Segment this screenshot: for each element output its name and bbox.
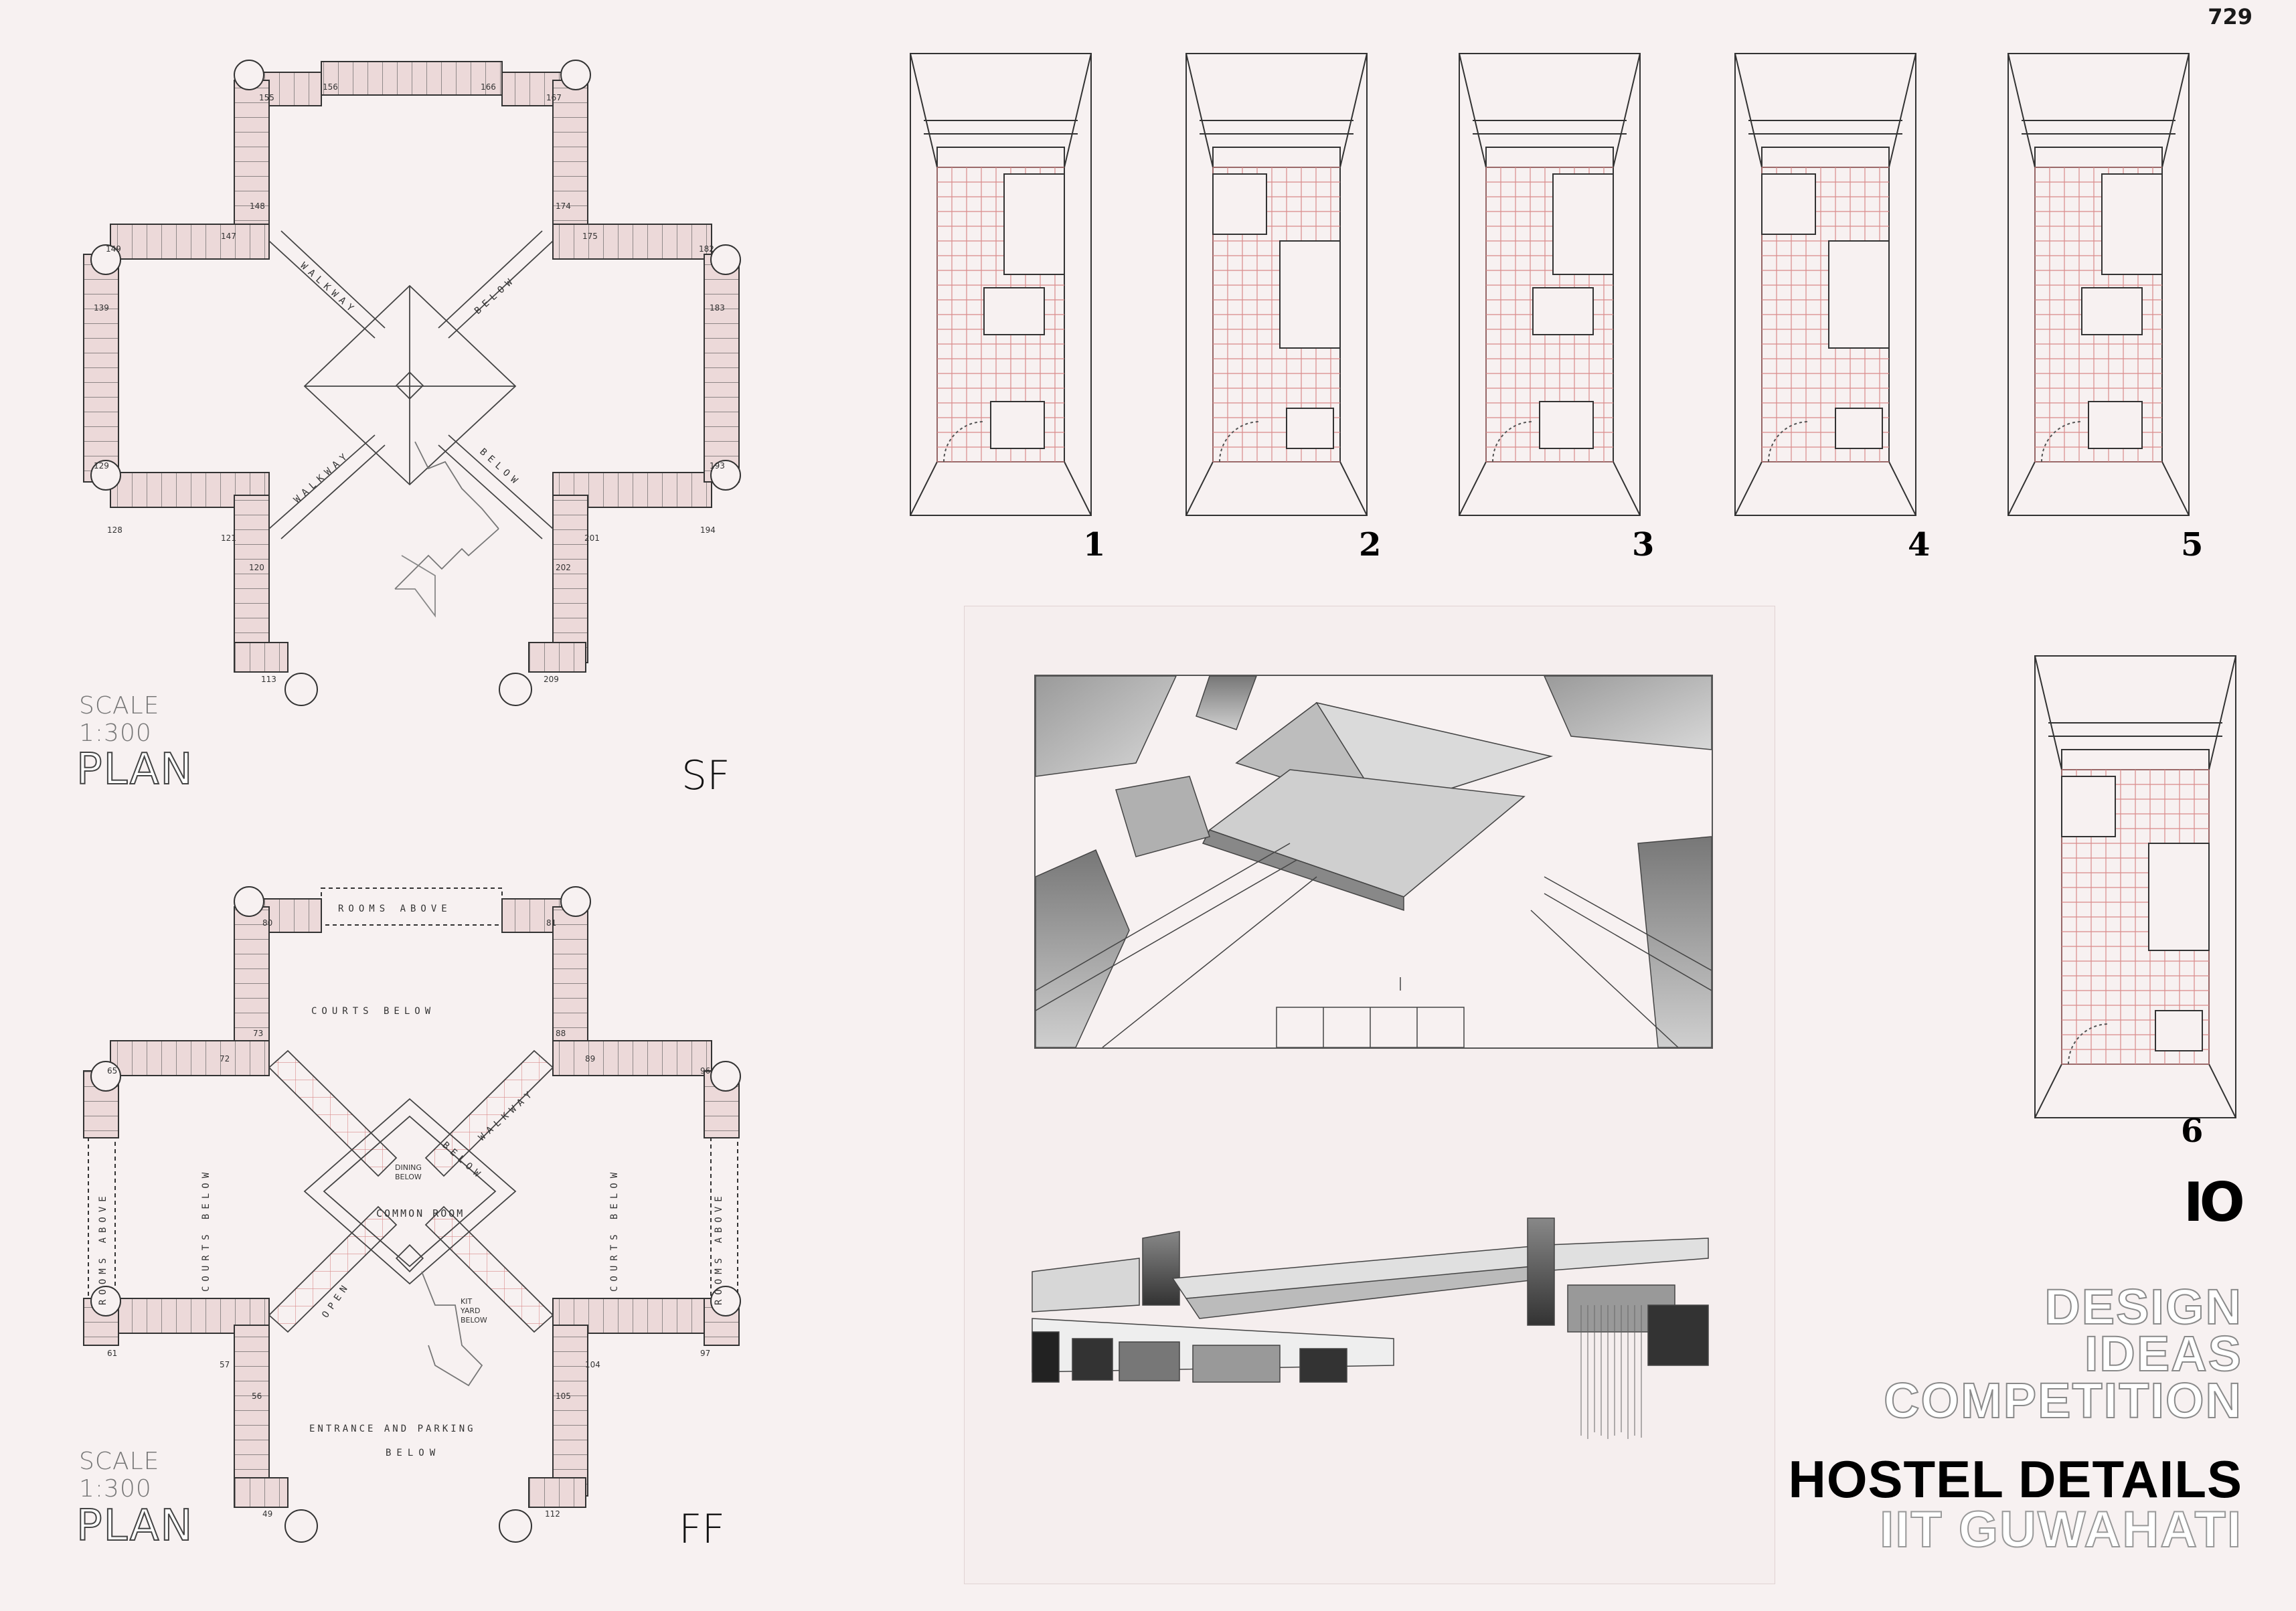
room-number: 174	[556, 201, 571, 211]
aerial-perspective	[1034, 675, 1713, 1049]
room-view-drawings	[910, 53, 2190, 516]
plan-ff: ROOMS ABOVE COURTS BELOW ROOMS ABOVE COU…	[0, 837, 870, 1611]
aerial-perspective-drawing	[1036, 676, 1712, 1047]
sheet-number: 729	[2208, 4, 2252, 29]
plan-ff-drawing: ROOMS ABOVE COURTS BELOW ROOMS ABOVE COU…	[83, 886, 741, 1543]
entrance-below-label: BELOW	[386, 1448, 440, 1458]
street-elevation-drawing	[1032, 1217, 1709, 1439]
street-elevation-sketch	[1032, 1205, 1709, 1446]
room-number: 182	[699, 244, 714, 254]
room-number: 73	[253, 1029, 263, 1038]
scale-value: 1:300	[79, 719, 152, 747]
room-number: 155	[259, 93, 274, 102]
room-number: 104	[585, 1360, 600, 1369]
room-view	[1185, 53, 1368, 516]
room-view	[910, 53, 1092, 516]
room-number: 193	[710, 461, 725, 471]
room-number: 183	[710, 303, 725, 313]
room-view-number: 6	[2181, 1112, 2204, 1150]
scale-label: SCALE	[79, 692, 160, 719]
walkway-label: WALKWAY	[298, 260, 359, 317]
scale-label: SCALE	[79, 1448, 160, 1475]
rooms-above-label: ROOMS ABOVE	[98, 1191, 108, 1305]
courts-below-label: COURTS BELOW	[201, 1168, 212, 1292]
room-number: 120	[249, 563, 264, 572]
room-number: 194	[700, 525, 716, 535]
courts-below-label: COURTS BELOW	[311, 1006, 435, 1017]
plan-sf-drawing: WALKWAY BELOW WALKWAY BELOW 155 156 166 …	[83, 60, 741, 706]
room-number: 61	[107, 1349, 117, 1358]
room-number: 121	[221, 533, 236, 543]
room-number: 88	[556, 1029, 566, 1038]
title-ideas: IDEAS	[2084, 1326, 2242, 1381]
entrance-label: ENTRANCE AND PARKING	[309, 1424, 476, 1434]
room-view-number: 1	[1083, 526, 1106, 564]
room-view	[1459, 53, 1641, 516]
room-number: 149	[106, 244, 121, 254]
room-number: 97	[700, 1349, 710, 1358]
room-number: 209	[544, 675, 559, 684]
kit-below-label: BELOW	[461, 1316, 487, 1325]
room-number: 57	[220, 1360, 230, 1369]
room-number: 167	[546, 93, 562, 102]
walkway-label: WALKWAY	[292, 449, 353, 505]
room-view	[2034, 655, 2236, 1118]
room-number: 156	[323, 82, 338, 92]
room-number: 147	[221, 232, 236, 241]
room-number: 148	[250, 201, 265, 211]
sheet-sequence-number: IO	[2184, 1171, 2245, 1234]
floor-label: SF	[681, 752, 730, 799]
room-views	[910, 53, 2276, 589]
title-hostel-details: HOSTEL DETAILS	[1788, 1450, 2242, 1509]
rooms-above-label: ROOMS ABOVE	[338, 904, 452, 914]
dining-below-label: BELOW	[395, 1173, 422, 1181]
room-number: 112	[545, 1509, 560, 1519]
room-number: 129	[94, 461, 109, 471]
room-number: 201	[584, 533, 600, 543]
room-view-number: 4	[1908, 526, 1931, 564]
kit-label: KIT	[461, 1297, 472, 1306]
room-number: 96	[700, 1066, 710, 1076]
room-number: 139	[94, 303, 109, 313]
room-view	[1734, 53, 1916, 516]
plan-label: PLAN	[76, 1501, 194, 1551]
title-design: DESIGN	[2044, 1279, 2242, 1335]
room-number: 105	[556, 1391, 571, 1401]
scale-value: 1:300	[79, 1475, 152, 1503]
dining-label: DINING	[395, 1163, 422, 1172]
below-label: BELOW	[473, 274, 518, 317]
room-view-drawing	[2034, 655, 2236, 1118]
room-number: 72	[220, 1054, 230, 1064]
room-number: 202	[556, 563, 571, 572]
plan-label: PLAN	[76, 745, 194, 794]
room-view-6	[2022, 655, 2249, 1124]
room-number: 128	[107, 525, 122, 535]
room-number: 65	[107, 1066, 117, 1076]
room-number: 56	[252, 1391, 262, 1401]
room-number: 166	[481, 82, 496, 92]
common-room-label: COMMON ROOM	[376, 1207, 465, 1219]
title-iit-guwahati: IIT GUWAHATI	[1879, 1501, 2242, 1558]
room-view-number: 3	[1632, 526, 1655, 564]
room-number: 80	[262, 918, 272, 928]
room-number: 175	[582, 232, 598, 241]
rooms-above-label: ROOMS ABOVE	[714, 1191, 724, 1305]
floor-label: FF	[679, 1506, 726, 1553]
room-number: 49	[262, 1509, 272, 1519]
room-number: 81	[546, 918, 556, 928]
plan-sf: WALKWAY BELOW WALKWAY BELOW 155 156 166 …	[0, 0, 870, 817]
room-view-number: 5	[2181, 526, 2204, 564]
room-number: 89	[585, 1054, 595, 1064]
title-competition: COMPETITION	[1883, 1373, 2242, 1428]
room-view-number: 2	[1359, 526, 1382, 564]
courts-below-label: COURTS BELOW	[609, 1168, 620, 1292]
yard-label: YARD	[460, 1306, 481, 1315]
room-view	[2007, 53, 2190, 516]
room-number: 113	[261, 675, 276, 684]
